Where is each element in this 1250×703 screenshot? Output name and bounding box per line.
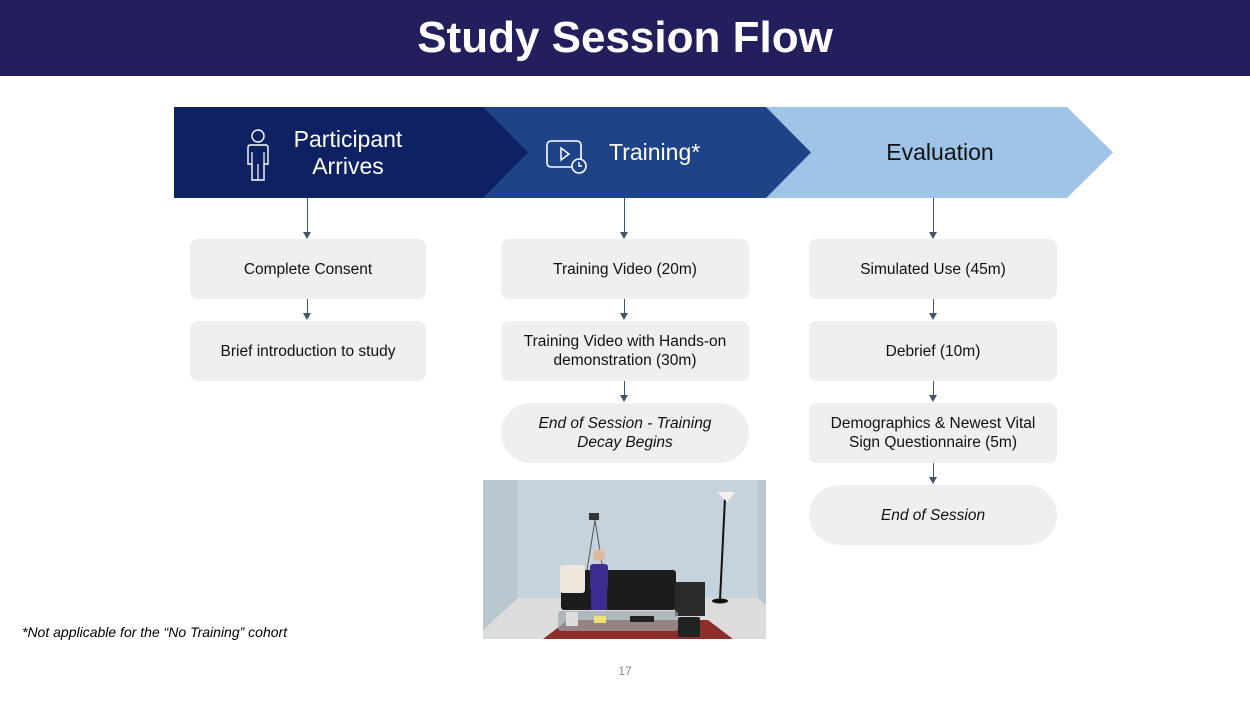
arrow-down-icon bbox=[303, 232, 311, 239]
phase-label: Training* bbox=[609, 139, 701, 165]
step-training-video: Training Video (20m) bbox=[501, 239, 749, 299]
simulated-room-photo bbox=[483, 480, 766, 639]
page-number: 17 bbox=[618, 664, 632, 678]
arrow-down-icon bbox=[929, 313, 937, 320]
step-end-of-session: End of Session bbox=[809, 485, 1057, 545]
chevron-shape bbox=[765, 107, 1113, 198]
connector-line bbox=[933, 198, 934, 232]
connector-line bbox=[933, 381, 934, 395]
step-hands-on-demo: Training Video with Hands-on demonstrati… bbox=[501, 321, 749, 381]
connector-line bbox=[307, 198, 308, 232]
step-end-training-decay: End of Session - Training Decay Begins bbox=[501, 403, 749, 463]
slide-title: Study Session Flow bbox=[0, 0, 1250, 76]
arrow-down-icon bbox=[620, 395, 628, 402]
arrow-down-icon bbox=[929, 232, 937, 239]
step-brief-introduction: Brief introduction to study bbox=[190, 321, 426, 381]
connector-line bbox=[624, 299, 625, 313]
step-demographics-questionnaire: Demographics & Newest Vital Sign Questio… bbox=[809, 403, 1057, 463]
connector-line bbox=[933, 463, 934, 477]
connector-line bbox=[624, 198, 625, 232]
phase-training: Training* bbox=[483, 107, 813, 198]
phase-evaluation: Evaluation bbox=[765, 107, 1115, 198]
footnote: *Not applicable for the “No Training” co… bbox=[22, 624, 288, 640]
arrow-down-icon bbox=[929, 477, 937, 484]
connector-line bbox=[933, 299, 934, 313]
step-simulated-use: Simulated Use (45m) bbox=[809, 239, 1057, 299]
arrow-down-icon bbox=[620, 232, 628, 239]
phase-label: Participant Arrives bbox=[278, 126, 418, 180]
phase-label-line2: Arrives bbox=[312, 153, 384, 179]
chevron-shape bbox=[483, 107, 811, 198]
phase-label-line1: Participant bbox=[293, 126, 403, 152]
step-complete-consent: Complete Consent bbox=[190, 239, 426, 299]
phase-participant-arrives: Participant Arrives bbox=[174, 107, 530, 198]
chevron-shape bbox=[174, 107, 528, 198]
connector-line bbox=[307, 299, 308, 313]
phase-label: Evaluation bbox=[886, 139, 994, 165]
arrow-down-icon bbox=[929, 395, 937, 402]
arrow-down-icon bbox=[303, 313, 311, 320]
step-debrief: Debrief (10m) bbox=[809, 321, 1057, 381]
arrow-down-icon bbox=[620, 313, 628, 320]
connector-line bbox=[624, 381, 625, 395]
